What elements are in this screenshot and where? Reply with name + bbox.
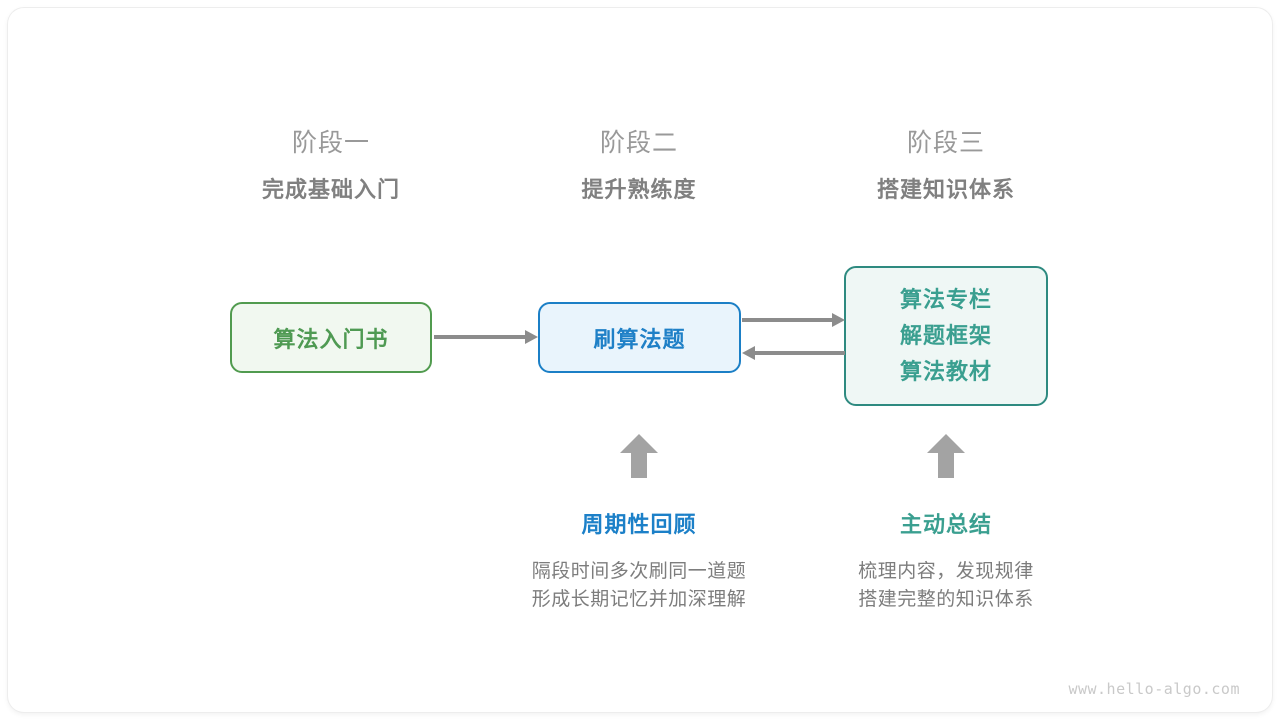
stage-1-title: 完成基础入门 [261,177,400,202]
annotation-summary-desc-line-2: 搭建完整的知识体系 [858,589,1034,610]
arrow-head [525,330,538,344]
node-resource-line-3: 算法教材 [899,359,992,384]
arrow-shaft [754,351,845,355]
node-practice-problems: 刷算法题 [538,302,741,373]
annotation-review-title: 周期性回顾 [581,512,697,537]
arrow-right-icon-book-to-practice [434,330,538,344]
arrow-shaft [742,318,833,322]
node-resource-line-1: 算法专栏 [899,287,992,312]
stage-column-1: 阶段一 完成基础入门 [181,126,481,206]
arrow-up-icon-summary [927,434,965,478]
arrow-head [927,434,965,453]
arrow-right-icon-practice-to-resources [742,313,845,327]
node-practice-problems-label: 刷算法题 [593,326,686,352]
node-resource-line-2: 解题框架 [899,323,992,348]
arrow-head [620,434,658,453]
arrow-shaft [434,335,526,339]
annotation-summary-desc-line-1: 梳理内容，发现规律 [858,561,1034,582]
arrow-shaft [631,450,647,478]
stage-3-number: 阶段三 [906,129,985,157]
annotation-summary-title: 主动总结 [899,512,992,537]
arrow-shaft [938,450,954,478]
annotation-summary-description: 梳理内容，发现规律 搭建完整的知识体系 [786,558,1106,614]
stage-1-number: 阶段一 [291,129,370,157]
node-intro-book-label: 算法入门书 [273,326,389,352]
annotation-periodic-review: 周期性回顾 隔段时间多次刷同一道题 形成长期记忆并加深理解 [479,510,799,614]
arrow-head [832,313,845,327]
stage-2-number: 阶段二 [599,129,678,157]
annotation-active-summary: 主动总结 梳理内容，发现规律 搭建完整的知识体系 [786,510,1106,614]
watermark-url: www.hello-algo.com [1068,680,1240,698]
annotation-review-description: 隔段时间多次刷同一道题 形成长期记忆并加深理解 [479,558,799,614]
annotation-review-desc-line-1: 隔段时间多次刷同一道题 [531,561,747,582]
stage-2-title: 提升熟练度 [581,177,697,202]
node-intro-book: 算法入门书 [230,302,432,373]
node-learning-resources: 算法专栏 解题框架 算法教材 [844,266,1048,406]
stage-column-3: 阶段三 搭建知识体系 [796,126,1096,206]
arrow-up-icon-review [620,434,658,478]
stage-3-title: 搭建知识体系 [876,177,1015,202]
arrow-left-icon-resources-to-practice [742,346,845,360]
annotation-review-desc-line-2: 形成长期记忆并加深理解 [531,589,747,610]
stage-column-2: 阶段二 提升熟练度 [489,126,789,206]
arrow-head [742,346,755,360]
